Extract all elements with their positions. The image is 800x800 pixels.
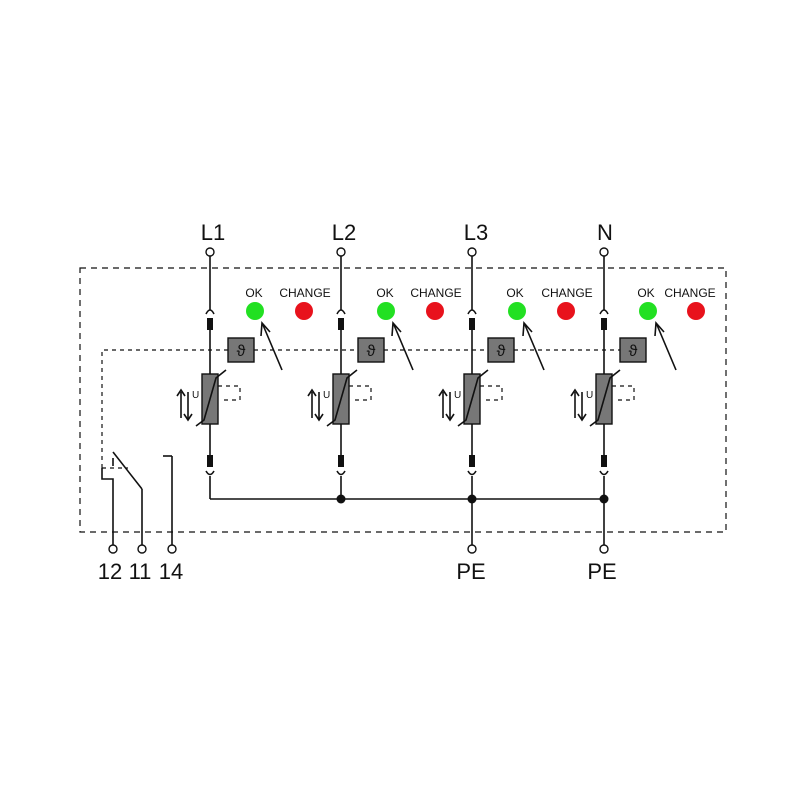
fuse-icon	[601, 318, 607, 330]
indicator-arrow-icon	[260, 321, 283, 371]
module-l1: L1 U ϑ OK CHANGE	[176, 220, 331, 499]
indicator-arrow-icon	[522, 321, 545, 371]
module-l2: L2 U ϑ OK CHANGE	[307, 220, 462, 499]
change-label: CHANGE	[279, 286, 330, 300]
theta-box-icon	[619, 337, 647, 363]
indicator-arrow-icon	[654, 321, 677, 371]
voltage-arrows-icon	[438, 388, 455, 422]
module-l3: L3 U ϑ OK CHANGE	[438, 220, 593, 499]
change-indicator	[557, 302, 575, 320]
change-label: CHANGE	[541, 286, 592, 300]
changeover-switch-icon	[101, 451, 173, 545]
input-terminal	[205, 247, 215, 257]
ok-indicator	[246, 302, 264, 320]
theta-box-icon	[227, 337, 255, 363]
terminal-label-14: 14	[159, 559, 183, 584]
input-terminal	[467, 247, 477, 257]
change-indicator	[295, 302, 313, 320]
fuse-icon	[469, 318, 475, 330]
ok-indicator	[639, 302, 657, 320]
voltage-arrows-icon	[570, 388, 587, 422]
thermal-symbol: ϑ	[237, 343, 246, 360]
change-label: CHANGE	[410, 286, 461, 300]
monitoring-line	[101, 349, 620, 468]
ok-indicator	[508, 302, 526, 320]
fuse-icon	[207, 318, 213, 330]
theta-box-icon	[487, 337, 515, 363]
terminal-11	[137, 544, 147, 554]
terminal-label-pe-1: PE	[456, 559, 485, 584]
line-label-l1: L1	[201, 220, 225, 245]
fuse-icon	[207, 455, 213, 467]
terminal-pe-2	[599, 544, 609, 554]
voltage-arrows-icon	[307, 388, 324, 422]
ok-label: OK	[376, 286, 393, 300]
indicator-arrow-icon	[391, 321, 414, 371]
terminal-pe-1	[467, 544, 477, 554]
device-enclosure	[79, 267, 727, 533]
terminal-14	[167, 544, 177, 554]
fuse-icon	[338, 318, 344, 330]
change-indicator	[426, 302, 444, 320]
u-label: U	[586, 390, 593, 401]
theta-box-icon	[357, 337, 385, 363]
input-terminal	[336, 247, 346, 257]
fuse-icon	[601, 455, 607, 467]
thermal-symbol: ϑ	[367, 343, 376, 360]
change-label: CHANGE	[664, 286, 715, 300]
thermal-symbol: ϑ	[497, 343, 506, 360]
change-indicator	[687, 302, 705, 320]
u-label: U	[323, 390, 330, 401]
ok-label: OK	[506, 286, 523, 300]
ok-label: OK	[637, 286, 654, 300]
terminal-12	[108, 544, 118, 554]
voltage-arrows-icon	[176, 388, 193, 422]
ok-indicator	[377, 302, 395, 320]
terminal-label-pe-2: PE	[587, 559, 616, 584]
terminal-label-12: 12	[98, 559, 122, 584]
line-label-l2: L2	[332, 220, 356, 245]
module-n: N U ϑ OK CHANGE	[570, 220, 716, 499]
line-label-n: N	[597, 220, 613, 245]
ok-label: OK	[245, 286, 262, 300]
input-terminal	[599, 247, 609, 257]
terminal-label-11: 11	[129, 559, 152, 584]
u-label: U	[192, 390, 199, 401]
line-label-l3: L3	[464, 220, 488, 245]
fuse-icon	[469, 455, 475, 467]
u-label: U	[454, 390, 461, 401]
fuse-icon	[338, 455, 344, 467]
thermal-symbol: ϑ	[629, 343, 638, 360]
